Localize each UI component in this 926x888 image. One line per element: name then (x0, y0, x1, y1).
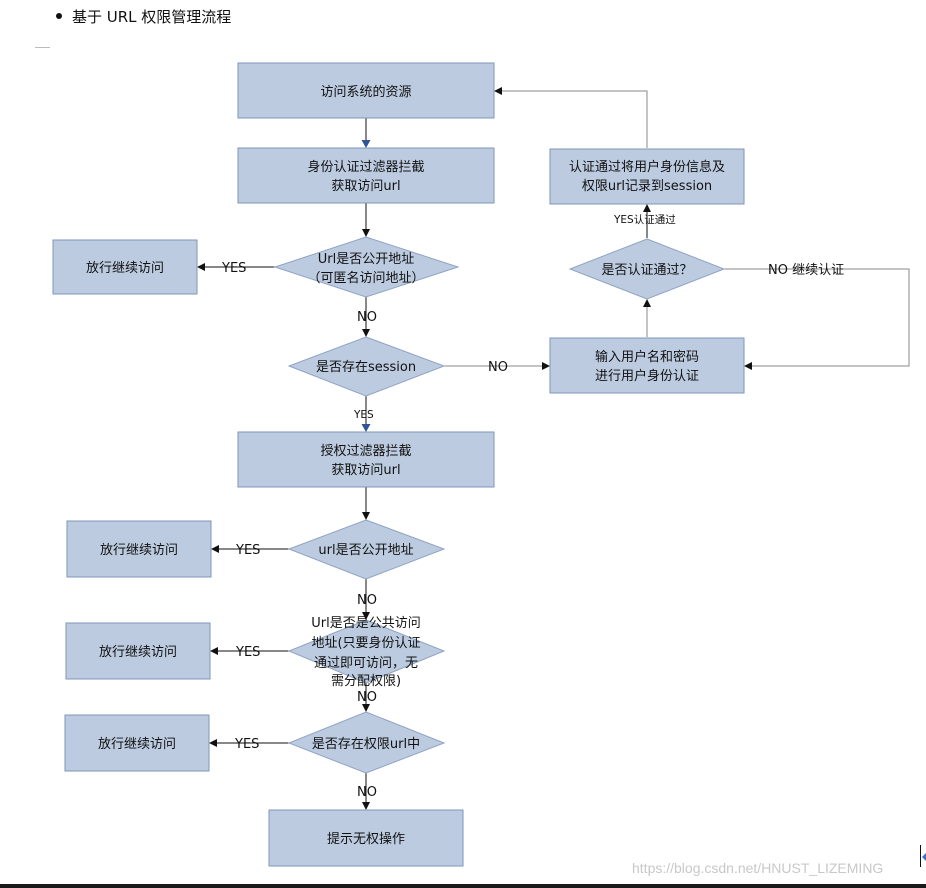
decision-is-common: Url是否是公共访问 地址(只要身份认证 通过即可访问，无 需分配权限) (287, 616, 446, 689)
node-text: 授权过滤器拦截 (320, 443, 411, 459)
node-text: 进行用户身份认证 (595, 368, 699, 384)
node-text: 地址(只要身份认证 (311, 635, 420, 651)
decision-is-public-1: Url是否公开地址 （可匿名访问地址） (273, 236, 460, 298)
node-text: 认证通过将用户身份信息及 (569, 159, 725, 175)
node-text: url是否公开地址 (318, 543, 413, 558)
heading-bullet: 基于 URL 权限管理流程 (56, 6, 231, 28)
label-no-4: NO (357, 785, 377, 800)
decision-auth-passed: 是否认证通过？ (568, 238, 726, 300)
label-yes-auth: YES认证通过 (613, 213, 676, 226)
caret-arrow-icon (922, 853, 926, 861)
edge-record-to-access (494, 87, 648, 148)
node-no-permission: 提示无权操作 (268, 809, 464, 867)
node-text: 需分配权限) (331, 673, 401, 689)
node-release-1: 放行继续访问 (52, 239, 198, 295)
bullet-icon (56, 12, 62, 19)
label-yes-2: YES (235, 543, 260, 558)
node-release-3: 放行继续访问 (65, 622, 211, 680)
node-text: 放行继续访问 (98, 737, 176, 752)
node-access-resource: 访问系统的资源 (237, 62, 495, 119)
node-text: Url是否是公共访问 (311, 616, 420, 631)
node-text: 放行继续访问 (100, 543, 178, 558)
node-text: 是否存在权限url中 (312, 736, 420, 752)
node-text: 提示无权操作 (327, 831, 405, 847)
label-yes-3: YES (235, 645, 260, 660)
watermark: https://blog.csdn.net/HNUST_LIZEMING (632, 860, 884, 876)
label-yes-session: YES (353, 409, 374, 421)
node-text: 是否认证通过？ (601, 263, 692, 278)
node-release-4: 放行继续访问 (64, 714, 210, 772)
page-heading: 基于 URL 权限管理流程 (72, 8, 232, 26)
decision-has-session: 是否存在session (287, 336, 446, 397)
node-text: 获取访问url (331, 179, 400, 194)
divider (35, 47, 50, 48)
label-no-2: NO (357, 593, 377, 608)
connectors (197, 87, 910, 810)
decision-is-public-2: url是否公开地址 (287, 519, 446, 580)
node-text: （可匿名访问地址） (307, 270, 424, 286)
node-text: 是否存在session (316, 360, 416, 375)
decision-in-perm-url: 是否存在权限url中 (287, 711, 446, 774)
node-text: 放行继续访问 (99, 645, 177, 660)
node-text: 放行继续访问 (86, 261, 164, 276)
node-text: Url是否公开地址 (318, 252, 414, 267)
node-text: 获取访问url (331, 463, 400, 478)
edge-labels: YES NO NO YES YES认证通过 NO 继续认证 YES NO YES… (221, 213, 844, 800)
label-yes-4: YES (234, 737, 259, 752)
edge-authpassed-no-loop (724, 268, 910, 370)
label-no-1: NO (357, 310, 377, 325)
node-text: 访问系统的资源 (320, 84, 411, 100)
node-text: 权限url记录到session (582, 178, 712, 194)
bottom-border (0, 884, 926, 888)
label-yes-1: YES (221, 261, 246, 276)
node-record-session: 认证通过将用户身份信息及 权限url记录到session (549, 148, 745, 205)
node-login-input: 输入用户名和密码 进行用户身份认证 (549, 337, 745, 394)
label-no-session: NO (488, 360, 508, 375)
node-release-2: 放行继续访问 (66, 520, 212, 578)
node-text: 输入用户名和密码 (595, 349, 699, 365)
node-auth-filter: 身份认证过滤器拦截 获取访问url (237, 147, 495, 204)
node-text: 通过即可访问，无 (314, 656, 418, 671)
node-perm-filter: 授权过滤器拦截 获取访问url (237, 431, 495, 488)
label-no-3: NO (357, 690, 377, 705)
text-caret (920, 845, 921, 867)
node-text: 身份认证过滤器拦截 (307, 159, 424, 175)
label-no-auth: NO 继续认证 (768, 263, 844, 278)
